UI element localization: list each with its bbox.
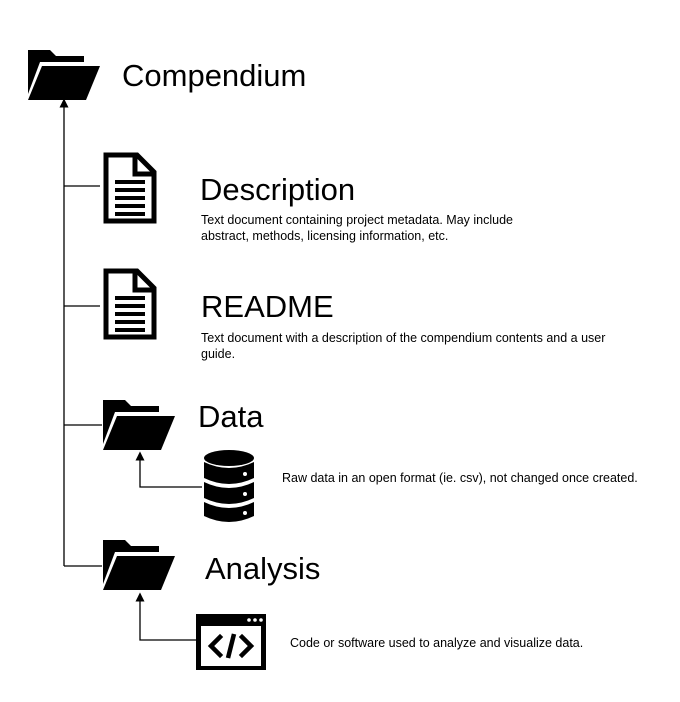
- data-sub-branch: [135, 451, 202, 488]
- folder-icon: [28, 50, 100, 100]
- folder-icon: [103, 400, 175, 450]
- analysis-sub-branch: [135, 592, 196, 641]
- document-icon: [103, 268, 157, 340]
- root-title: Compendium: [122, 58, 307, 93]
- code-window-icon: [196, 614, 266, 670]
- data-child-description: Raw data in an open format (ie. csv), no…: [282, 471, 638, 485]
- item-title-readme: README: [201, 289, 334, 324]
- item-title-data: Data: [198, 399, 264, 434]
- item-title-description: Description: [200, 172, 356, 207]
- folder-icon: [103, 540, 175, 590]
- item-title-analysis: Analysis: [205, 551, 321, 586]
- analysis-child-description: Code or software used to analyze and vis…: [290, 636, 584, 650]
- document-icon: [103, 152, 157, 224]
- item-description-readme: Text document with a description of the …: [201, 331, 606, 361]
- database-icon: [204, 450, 254, 522]
- item-description-description: Text document containing project metadat…: [201, 213, 513, 243]
